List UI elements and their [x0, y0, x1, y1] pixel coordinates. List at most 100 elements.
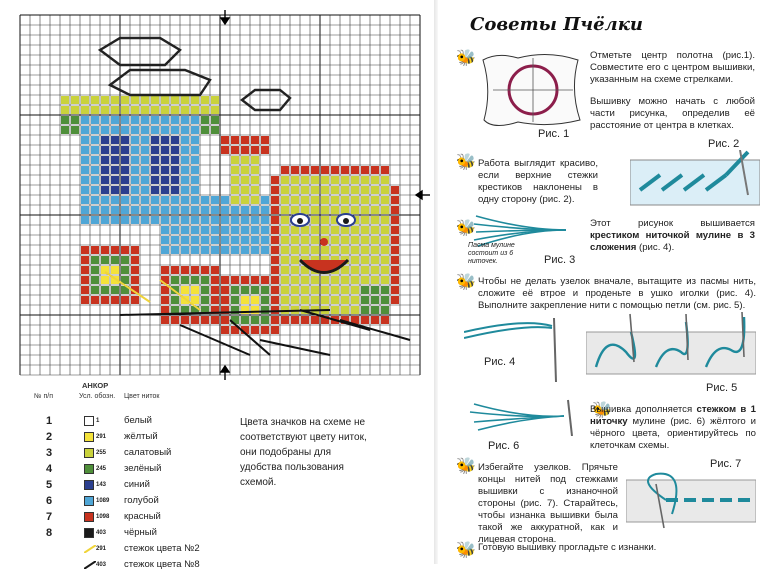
cell-boiler [211, 206, 219, 214]
cell-boiler [221, 226, 229, 234]
cell-roof [141, 96, 149, 104]
legend-color-label: чёрный [124, 527, 157, 538]
cell-wheel-hub [361, 286, 369, 294]
cell-roof [161, 106, 169, 114]
cell-chimney [221, 136, 229, 144]
cell-face [321, 196, 329, 204]
cell-wheel-hub [111, 286, 119, 294]
cell-cab [181, 186, 189, 194]
fig7-hidden-ends-illustration [626, 472, 756, 529]
cell-wheel-center [101, 276, 109, 284]
cross-stitch-chart [19, 10, 430, 380]
cell-cab [81, 146, 89, 154]
fig2-stitch-illustration [630, 150, 760, 206]
legend-swatch [84, 464, 94, 474]
cell-boiler [211, 216, 219, 224]
cell-face [371, 256, 379, 264]
cell-roof [211, 96, 219, 104]
cell-roof [151, 96, 159, 104]
legend-col-color: Цвет ниток [124, 393, 160, 400]
cell-wheel-center [101, 266, 109, 274]
stitch-line-icon [84, 561, 96, 569]
cell-face-rim [341, 166, 349, 174]
cell-wheel [131, 246, 139, 254]
legend-stitch-row: 403 стежок цвета №8 [34, 557, 234, 573]
cell-boiler [241, 216, 249, 224]
cell-wheel [261, 326, 269, 334]
cell-wheel [231, 276, 239, 284]
cell-chimney [231, 186, 239, 194]
cell-face [321, 186, 329, 194]
cell-wheel [221, 326, 229, 334]
cell-face [311, 226, 319, 234]
cell-wheel-center [191, 296, 199, 304]
cell-wheel [211, 266, 219, 274]
cell-boiler [251, 226, 259, 234]
cell-cab [111, 206, 119, 214]
cell-face [331, 196, 339, 204]
cell-wheel [251, 276, 259, 284]
cell-roof [141, 106, 149, 114]
cell-face-rim [321, 316, 329, 324]
cell-cab [141, 216, 149, 224]
cell-boiler [201, 216, 209, 224]
center-arrows [219, 10, 430, 380]
cell-wheel [101, 246, 109, 254]
cell-face-rim [391, 256, 399, 264]
page-gutter [434, 0, 438, 564]
cell-chimney [231, 156, 239, 164]
cell-roof [81, 96, 89, 104]
tip4-text-bold: крестиком ниточкой мулине в 3 сложения [590, 230, 755, 253]
cell-wheel [161, 316, 169, 324]
cell-boiler [161, 196, 169, 204]
cell-face [341, 286, 349, 294]
cell-roof [191, 96, 199, 104]
cell-face [281, 256, 289, 264]
legend-code: 403 [96, 562, 107, 568]
cell-boiler [181, 236, 189, 244]
cell-boiler [201, 236, 209, 244]
cell-roof [171, 106, 179, 114]
cell-cab [91, 186, 99, 194]
cell-wheel-center [251, 306, 259, 314]
cell-roof [161, 96, 169, 104]
cell-wheel-hub [201, 306, 209, 314]
cell-wheel [211, 306, 219, 314]
cell-cab [151, 216, 159, 224]
cell-chimney [231, 176, 239, 184]
legend-row-number: 1 [45, 415, 53, 427]
cell-cab [111, 216, 119, 224]
cell-boiler [221, 236, 229, 244]
cell-wheel [171, 316, 179, 324]
page-title: Советы Пчёлки [470, 14, 644, 35]
cell-roof [191, 106, 199, 114]
cell-face [361, 256, 369, 264]
cell-cab [91, 206, 99, 214]
cell-cab [131, 176, 139, 184]
legend-color-label: голубой [124, 495, 159, 506]
cell-face-rim [391, 266, 399, 274]
cell-boiler [191, 216, 199, 224]
tip6-text-bold: стежком в 1 ниточку [590, 404, 756, 427]
cell-wheel [181, 266, 189, 274]
cell-wheel-hub [91, 276, 99, 284]
cell-cab [141, 146, 149, 154]
cell-face [351, 236, 359, 244]
cell-wheel-hub [381, 286, 389, 294]
cell-cab [81, 176, 89, 184]
cell-cab-window [161, 146, 169, 154]
cell-wheel [131, 296, 139, 304]
cell-face [301, 196, 309, 204]
cell-boiler [251, 216, 259, 224]
legend-code: 1089 [96, 498, 110, 504]
cell-face [301, 266, 309, 274]
cell-wheel-hub [261, 316, 269, 324]
legend-stitch-label: стежок цвета №8 [124, 559, 200, 570]
cell-wheel [131, 286, 139, 294]
cell-face [351, 186, 359, 194]
tip-paragraph-1: Отметьте центр полотна (рис.1). Совмести… [590, 50, 755, 85]
cell-cab [121, 216, 129, 224]
cell-wheel-hub [101, 286, 109, 294]
cell-cab-window [111, 136, 119, 144]
